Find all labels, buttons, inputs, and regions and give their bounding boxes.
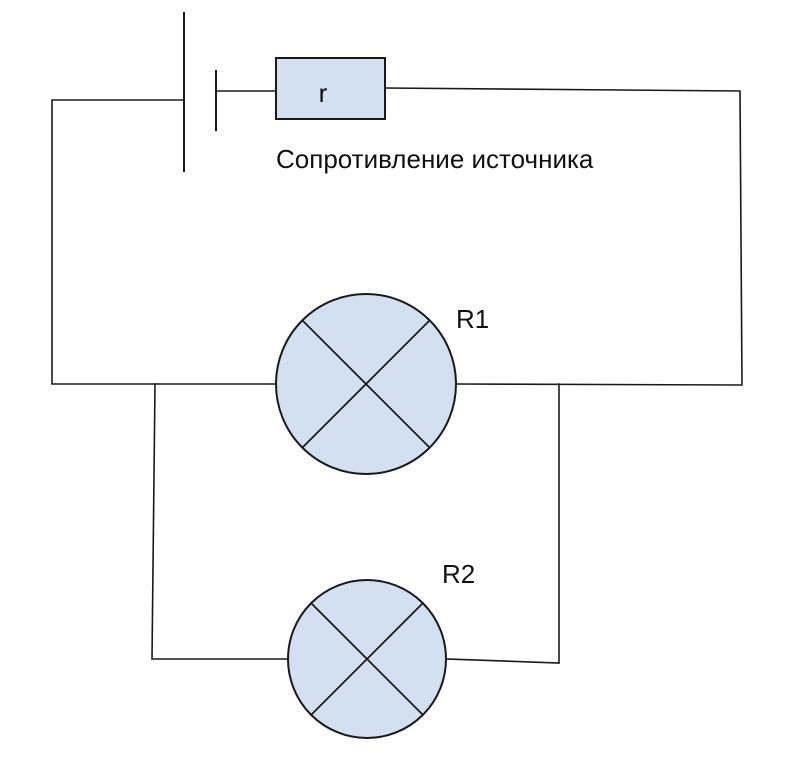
wire-right-loop bbox=[384, 87, 743, 386]
lamp-r1-label: R1 bbox=[456, 304, 489, 334]
resistor-body bbox=[275, 57, 386, 120]
resistor-label: r bbox=[319, 78, 328, 108]
wire-left-loop bbox=[51, 99, 277, 385]
internal-resistance-caption: Сопротивление источника bbox=[276, 144, 594, 174]
resistor-icon: r bbox=[275, 57, 386, 120]
wires bbox=[51, 87, 743, 664]
wire-parallel-left bbox=[151, 383, 289, 660]
lamp-icon bbox=[287, 579, 447, 739]
wire-parallel-right bbox=[445, 383, 560, 664]
battery-icon bbox=[183, 12, 217, 172]
lamp-r1-cross-b bbox=[301, 319, 431, 449]
lamp-r2-label: R2 bbox=[442, 559, 475, 589]
lamp-icon bbox=[275, 293, 457, 475]
lamp-r2-cross-b bbox=[310, 602, 424, 716]
